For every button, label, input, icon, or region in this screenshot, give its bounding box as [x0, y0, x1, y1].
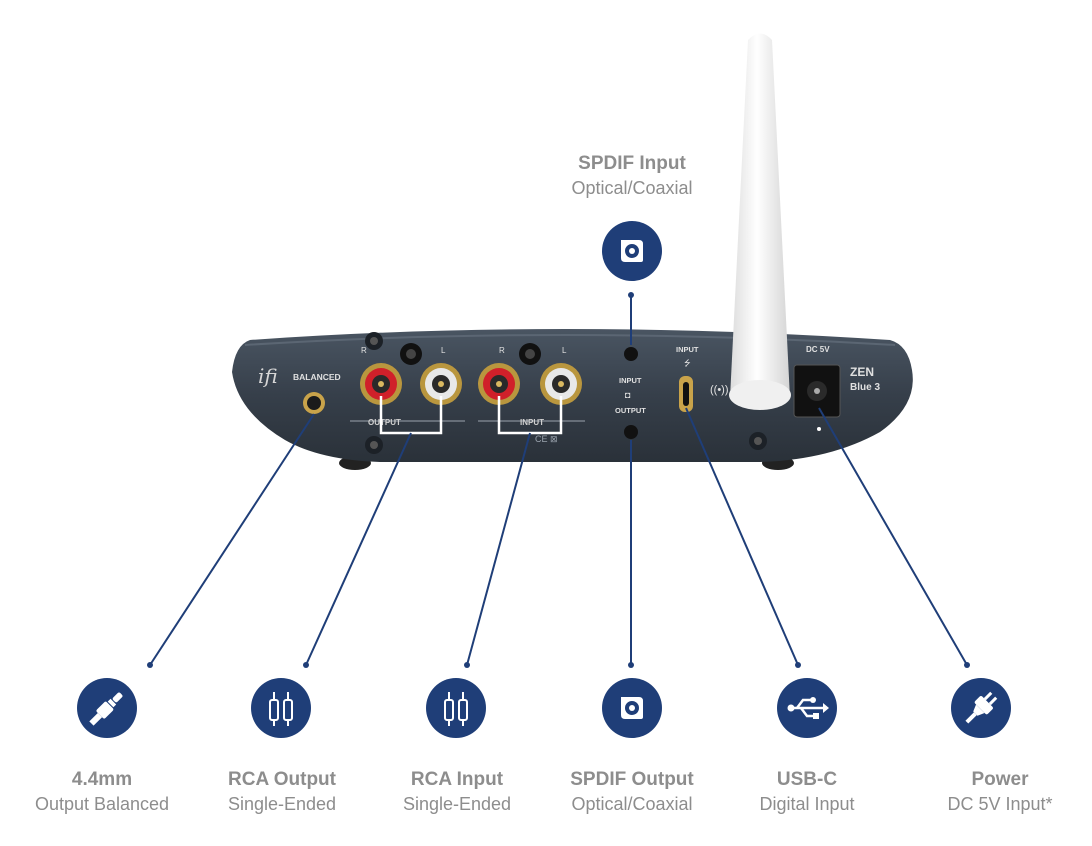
svg-text:CE ⊠: CE ⊠	[535, 434, 558, 444]
headphone-jack-icon	[77, 678, 137, 738]
spdif-out-label: OUTPUT	[615, 406, 646, 415]
rca-output-jacks	[360, 363, 462, 405]
usb-icon	[777, 678, 837, 738]
antenna	[729, 33, 791, 410]
spdif-icon	[602, 678, 662, 738]
callout-title: 4.4mm	[71, 769, 133, 790]
callout-subtitle: DC 5V Input*	[947, 794, 1053, 814]
callout-title: SPDIF Input	[578, 153, 686, 174]
callout-subtitle: Optical/Coaxial	[571, 178, 693, 198]
model-version: Blue 3	[850, 382, 880, 393]
callout-title: Power	[971, 769, 1029, 790]
usb-input-label: INPUT	[676, 345, 699, 354]
rca-input-jacks	[478, 363, 582, 405]
svg-text:⭍: ⭍	[684, 359, 691, 368]
balanced-label: BALANCED	[293, 372, 341, 382]
callout-usb-c: USB-C Digital Input	[707, 768, 907, 816]
svg-text:((•)): ((•))	[710, 384, 729, 396]
callout-subtitle: Single-Ended	[227, 794, 337, 814]
callout-subtitle: Output Balanced	[34, 794, 170, 814]
callout-title: SPDIF Output	[570, 769, 694, 790]
callout-spdif-output: SPDIF Output Optical/Coaxial	[532, 768, 732, 816]
model-name: ZEN	[850, 365, 874, 379]
callout-title: RCA Output	[228, 769, 336, 790]
callout-rca-input: RCA Input Single-Ended	[357, 768, 557, 816]
callout-lines	[149, 295, 968, 666]
dc-label: DC 5V	[806, 345, 830, 354]
callout-power: Power DC 5V Input*	[900, 768, 1092, 816]
callout-rca-output: RCA Output Single-Ended	[182, 768, 382, 816]
rca-plug-icon	[426, 678, 486, 738]
callout-spdif-input: SPDIF Input Optical/Coaxial	[532, 152, 732, 200]
r-label-2: R	[499, 346, 505, 355]
l-label-2: L	[562, 346, 567, 355]
spdif-icon	[602, 221, 662, 281]
callout-subtitle: Digital Input	[759, 794, 855, 814]
brand-logo: ifi	[258, 364, 278, 388]
callout-title: RCA Input	[410, 769, 504, 790]
svg-text:◘: ◘	[625, 390, 631, 400]
callout-subtitle: Single-Ended	[402, 794, 512, 814]
rca-plug-icon	[251, 678, 311, 738]
l-label-1: L	[441, 346, 446, 355]
callout-subtitle: Optical/Coaxial	[571, 794, 693, 814]
power-plug-icon	[951, 678, 1011, 738]
rca-input-label: INPUT	[520, 418, 544, 427]
callout-title: USB-C	[776, 769, 838, 790]
rca-output-label: OUTPUT	[368, 418, 401, 427]
spdif-in-label: INPUT	[619, 376, 642, 385]
callout-4-4mm: 4.4mm Output Balanced	[2, 768, 202, 816]
r-label-1: R	[361, 346, 367, 355]
